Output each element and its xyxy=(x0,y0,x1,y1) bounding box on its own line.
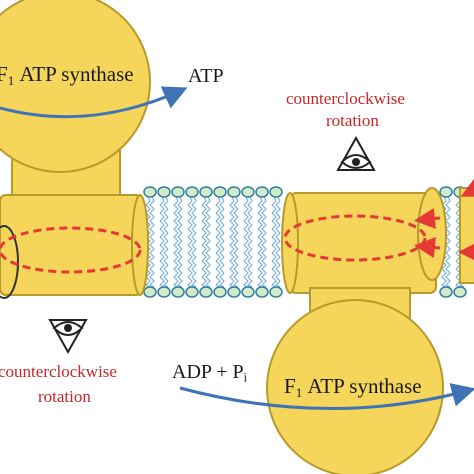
lipid-tail xyxy=(229,196,239,288)
rotation-label-top-line1: counterclockwise xyxy=(286,89,405,108)
lipid-head xyxy=(439,286,453,298)
lipid-head xyxy=(227,186,241,198)
rotation-arrow-right-1 xyxy=(414,208,441,229)
lipid-head xyxy=(185,286,199,298)
lipid-head xyxy=(157,186,171,198)
rotation-arrow-edge-1 xyxy=(460,177,474,197)
lipid-tail xyxy=(271,196,281,288)
lipid-tail xyxy=(159,196,169,288)
adp-conversion-arrow xyxy=(179,383,474,410)
f0-rotor-right xyxy=(281,187,447,294)
eye-icon-top xyxy=(336,135,376,171)
lipid-head xyxy=(439,186,453,198)
lipid-head xyxy=(241,286,255,298)
eye-icon-bottom xyxy=(48,319,88,355)
lipid-head xyxy=(143,286,157,298)
lipid-head xyxy=(269,286,283,298)
lipid-tail xyxy=(257,196,267,288)
lipid-head xyxy=(241,186,255,198)
rotation-label-top-line2: rotation xyxy=(326,111,379,130)
lipid-head xyxy=(199,186,213,198)
lipid-tail xyxy=(243,196,253,288)
lipid-head xyxy=(171,286,185,298)
lipid-head xyxy=(213,186,227,198)
adp-pi-substrate-label: ADP + Pi xyxy=(172,361,248,385)
rotation-loop-left xyxy=(0,226,142,274)
lipid-head xyxy=(185,186,199,198)
lipid-bilayer-left xyxy=(143,186,283,298)
lipid-head xyxy=(227,286,241,298)
lipid-head xyxy=(255,186,269,198)
lipid-head xyxy=(143,186,157,198)
lipid-head xyxy=(213,286,227,298)
f1-head-bottom-right xyxy=(266,287,444,474)
f1-label-top-left: F1 ATP synthase xyxy=(0,62,134,88)
lipid-head xyxy=(255,286,269,298)
f0-rotor-left xyxy=(0,194,149,299)
f1-label-bottom-right: F1 ATP synthase xyxy=(284,374,422,400)
lipid-tail xyxy=(173,196,183,288)
atp-production-arrow xyxy=(0,86,188,119)
lipid-head xyxy=(453,286,467,298)
lipid-head xyxy=(199,286,213,298)
lipid-tail xyxy=(201,196,211,288)
stator-right-edge xyxy=(459,187,474,284)
rotation-arrow-right-2 xyxy=(414,237,441,258)
rotation-label-bottom-line2: rotation xyxy=(38,387,91,406)
atp-product-label: ATP xyxy=(188,65,224,87)
lipid-head xyxy=(269,186,283,198)
rotation-label-bottom-line1: counterclockwise xyxy=(0,362,117,381)
lipid-head xyxy=(171,186,185,198)
lipid-head xyxy=(157,286,171,298)
lipid-tail xyxy=(215,196,225,288)
f1-head-top-left xyxy=(0,0,151,201)
lipid-tail xyxy=(187,196,197,288)
